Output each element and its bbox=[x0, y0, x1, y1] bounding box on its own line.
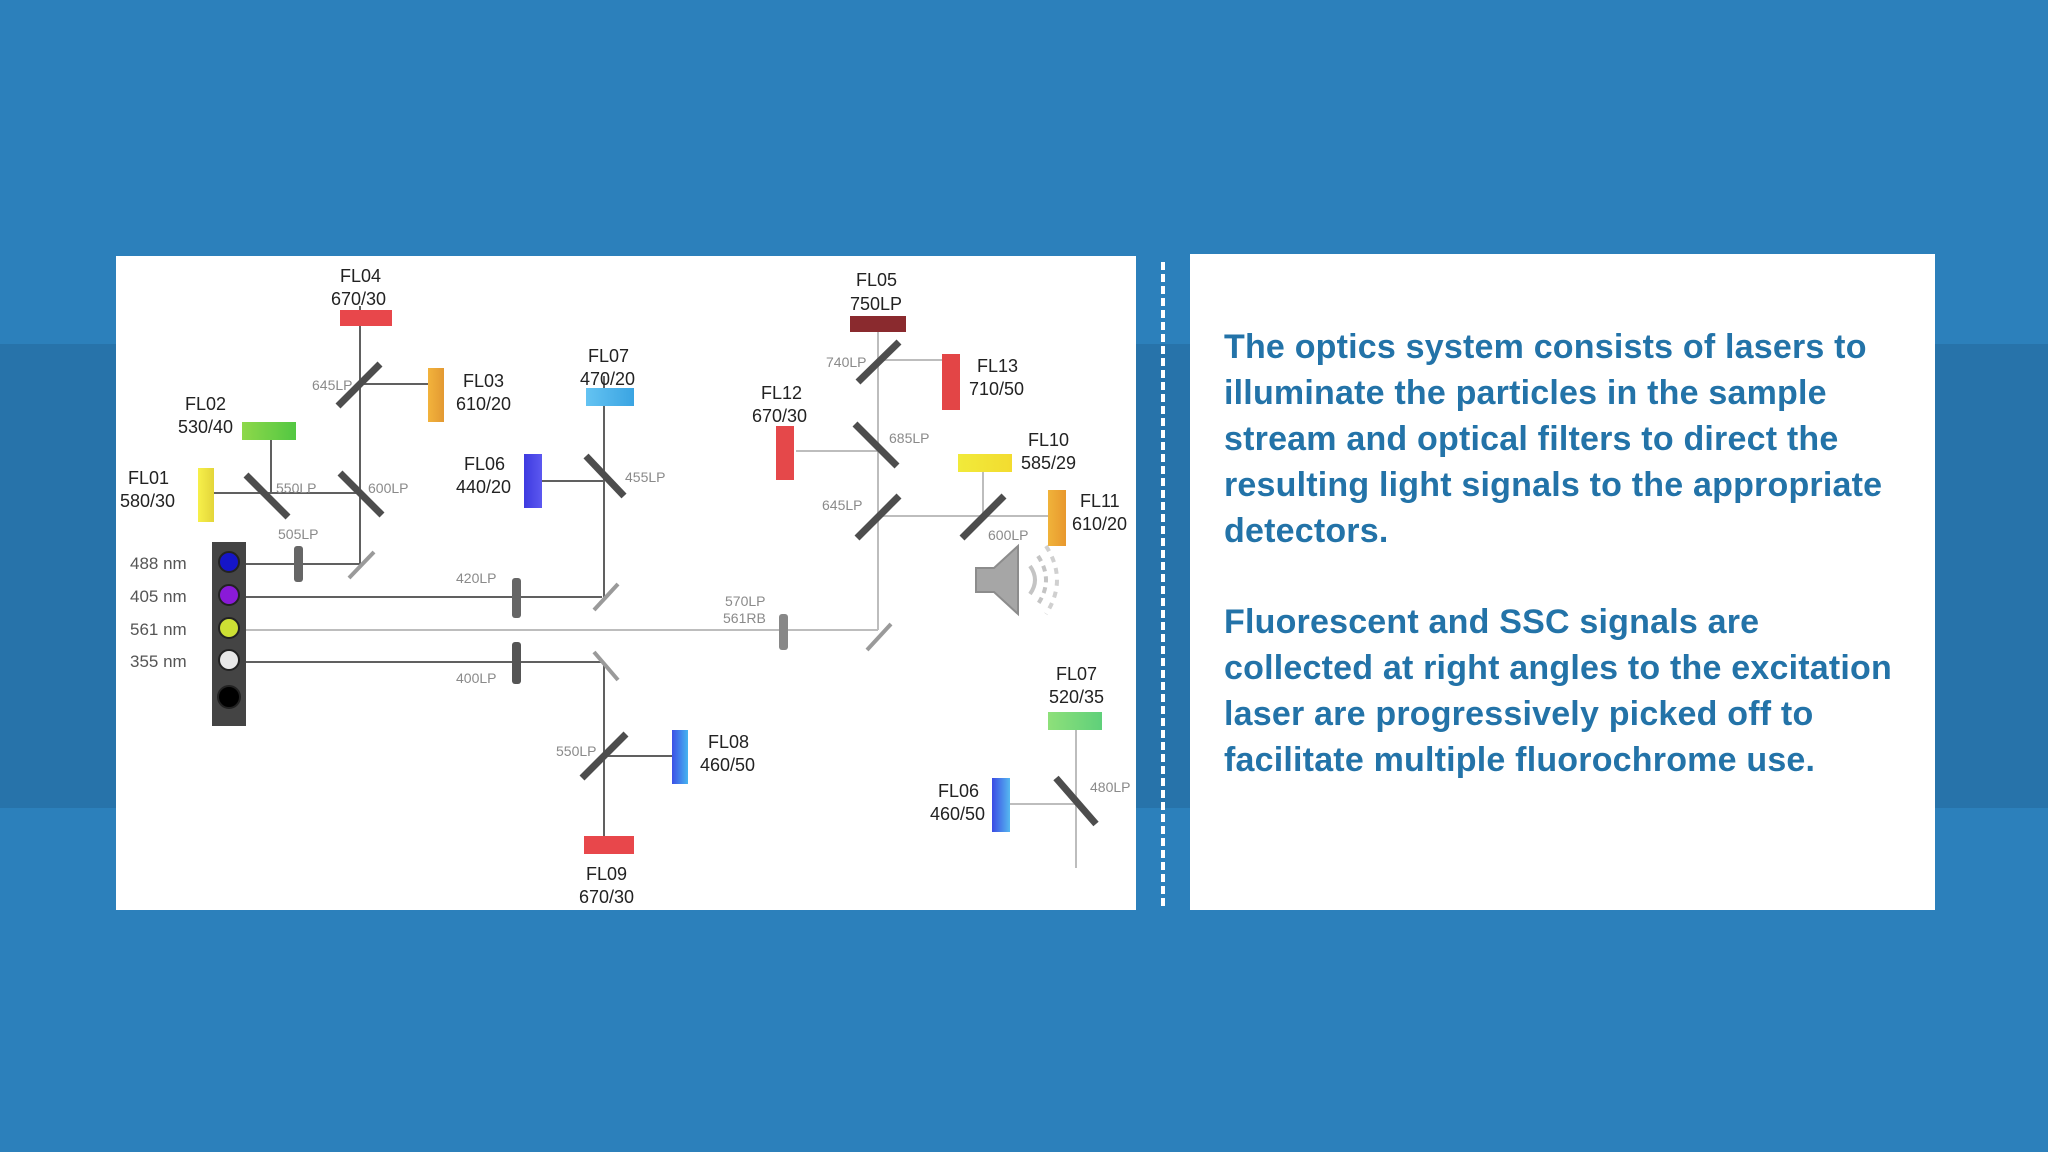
laser-355-dot bbox=[218, 649, 240, 671]
optic-480lp-label: 480LP bbox=[1090, 779, 1130, 795]
detector-fl05 bbox=[850, 316, 906, 332]
fl09-name: FL09 bbox=[586, 864, 627, 884]
fl04-filter: 670/30 bbox=[331, 289, 386, 309]
optic-645lp-b-label: 645LP bbox=[822, 497, 862, 513]
fl05-name: FL05 bbox=[856, 270, 897, 290]
optic-561rb-label: 561RB bbox=[723, 610, 766, 626]
mirror-685lp bbox=[852, 421, 900, 469]
laser-488-label: 488 nm bbox=[130, 554, 187, 573]
detector-fl09 bbox=[584, 836, 634, 854]
detector-fl06-a bbox=[524, 454, 542, 508]
fl06a-filter: 440/20 bbox=[456, 477, 511, 497]
mirror-570lp bbox=[865, 622, 893, 652]
detector-fl04 bbox=[340, 310, 392, 326]
detector-fl03 bbox=[428, 368, 444, 422]
lens-488 bbox=[294, 546, 303, 582]
laser-355-label: 355 nm bbox=[130, 652, 187, 671]
fl03-name: FL03 bbox=[463, 371, 504, 391]
fl06a-name: FL06 bbox=[464, 454, 505, 474]
mirror-600lp-b bbox=[959, 493, 1007, 541]
optics-diagram-panel: 488 nm 405 nm 561 nm 355 nm bbox=[116, 256, 1136, 910]
lens-561 bbox=[779, 614, 788, 650]
laser-405-dot bbox=[218, 584, 240, 606]
fl07a-filter: 470/20 bbox=[580, 369, 635, 389]
mirror-420lp bbox=[592, 582, 620, 612]
detector-fl13 bbox=[942, 354, 960, 410]
description-paragraph-2: Fluorescent and SSC signals are collecte… bbox=[1224, 603, 1892, 779]
mirror-550lp-b bbox=[579, 731, 629, 781]
optic-455lp-label: 455LP bbox=[625, 469, 665, 485]
fl08-filter: 460/50 bbox=[700, 755, 755, 775]
optic-685lp-label: 685LP bbox=[889, 430, 929, 446]
description-panel: The optics system consists of lasers to … bbox=[1190, 254, 1935, 910]
laser-405-label: 405 nm bbox=[130, 587, 187, 606]
fl11-filter: 610/20 bbox=[1072, 514, 1127, 534]
panel-divider bbox=[1161, 262, 1165, 906]
fl12-filter: 670/30 bbox=[752, 406, 807, 426]
optic-420lp-label: 420LP bbox=[456, 570, 496, 586]
mirror-550lp-a bbox=[243, 472, 291, 520]
fl05-filter: 750LP bbox=[850, 294, 902, 314]
fl02-name: FL02 bbox=[185, 394, 226, 414]
optic-400lp-label: 400LP bbox=[456, 670, 496, 686]
fl13-filter: 710/50 bbox=[969, 379, 1024, 399]
laser-488-dot bbox=[218, 551, 240, 573]
optic-570lp-label: 570LP bbox=[725, 593, 765, 609]
detector-fl08 bbox=[672, 730, 688, 784]
mirror-400lp bbox=[592, 650, 620, 682]
lens-355 bbox=[512, 642, 521, 684]
fl13-name: FL13 bbox=[977, 356, 1018, 376]
mirror-600lp bbox=[337, 470, 385, 518]
optic-505lp-label: 505LP bbox=[278, 526, 318, 542]
mirror-645lp-b bbox=[854, 493, 902, 541]
optic-645lp-a-label: 645LP bbox=[312, 377, 352, 393]
fl07b-filter: 520/35 bbox=[1049, 687, 1104, 707]
description-paragraph-1: The optics system consists of lasers to … bbox=[1224, 328, 1883, 550]
fl07b-name: FL07 bbox=[1056, 664, 1097, 684]
detector-fl02 bbox=[242, 422, 296, 440]
speaker-icon[interactable] bbox=[970, 538, 1074, 622]
fl06b-filter: 460/50 bbox=[930, 804, 985, 824]
optic-600lp-label: 600LP bbox=[368, 480, 408, 496]
mirror-740lp bbox=[855, 339, 902, 385]
mirror-645lp-a bbox=[335, 361, 383, 409]
detector-fl06-b bbox=[992, 778, 1010, 832]
laser-5-dot bbox=[217, 685, 241, 709]
detector-fl12 bbox=[776, 426, 794, 480]
fl01-name: FL01 bbox=[128, 468, 169, 488]
fl12-name: FL12 bbox=[761, 383, 802, 403]
fl03-filter: 610/20 bbox=[456, 394, 511, 414]
optics-diagram: 488 nm 405 nm 561 nm 355 nm bbox=[120, 266, 1130, 907]
optic-550lp-a-label: 550LP bbox=[276, 480, 316, 496]
fl06b-name: FL06 bbox=[938, 781, 979, 801]
detector-fl07-b bbox=[1048, 712, 1102, 730]
optic-600lp-b-label: 600LP bbox=[988, 527, 1028, 543]
mirror-505lp bbox=[347, 550, 376, 580]
optic-550lp-b-label: 550LP bbox=[556, 743, 596, 759]
laser-561-label: 561 nm bbox=[130, 620, 187, 639]
fl07a-name: FL07 bbox=[588, 346, 629, 366]
mirror-455lp bbox=[583, 453, 627, 499]
fl08-name: FL08 bbox=[708, 732, 749, 752]
fl02-filter: 530/40 bbox=[178, 417, 233, 437]
fl10-name: FL10 bbox=[1028, 430, 1069, 450]
fl01-filter: 580/30 bbox=[120, 491, 175, 511]
laser-561-dot bbox=[218, 617, 240, 639]
fl10-filter: 585/29 bbox=[1021, 453, 1076, 473]
detector-fl01 bbox=[198, 468, 214, 522]
detector-fl11 bbox=[1048, 490, 1066, 546]
fl11-name: FL11 bbox=[1080, 491, 1120, 511]
fl09-filter: 670/30 bbox=[579, 887, 634, 907]
mirror-480lp bbox=[1053, 775, 1099, 827]
fl04-name: FL04 bbox=[340, 266, 381, 286]
detector-fl10 bbox=[958, 454, 1012, 472]
optic-740lp-label: 740LP bbox=[826, 354, 866, 370]
lens-405 bbox=[512, 578, 521, 618]
detector-fl07-a bbox=[586, 388, 634, 406]
